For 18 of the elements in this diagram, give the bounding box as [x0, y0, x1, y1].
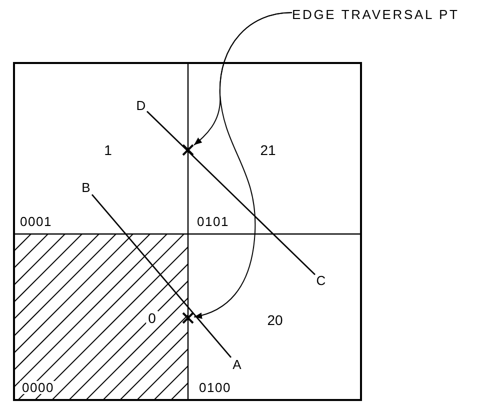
line-segment — [146, 110, 316, 276]
region-number: 21 — [259, 143, 277, 157]
region-number: 0 — [146, 311, 158, 325]
region-code: 0001 — [19, 215, 54, 228]
point-label: B — [80, 180, 92, 195]
region-code: 0101 — [196, 215, 230, 228]
region-code: 0000 — [20, 381, 56, 394]
point-label: A — [231, 357, 243, 372]
line-segment — [91, 194, 232, 358]
curved-arrow — [194, 12, 292, 318]
region-code: 0100 — [198, 381, 232, 394]
cross-mark — [182, 312, 194, 324]
cross-mark — [182, 144, 194, 156]
callout-label: EDGE TRAVERSAL PT — [292, 5, 497, 23]
region-number: 1 — [103, 143, 113, 157]
region-number: 20 — [266, 313, 284, 327]
point-label: C — [315, 273, 327, 288]
point-label: D — [135, 98, 147, 113]
